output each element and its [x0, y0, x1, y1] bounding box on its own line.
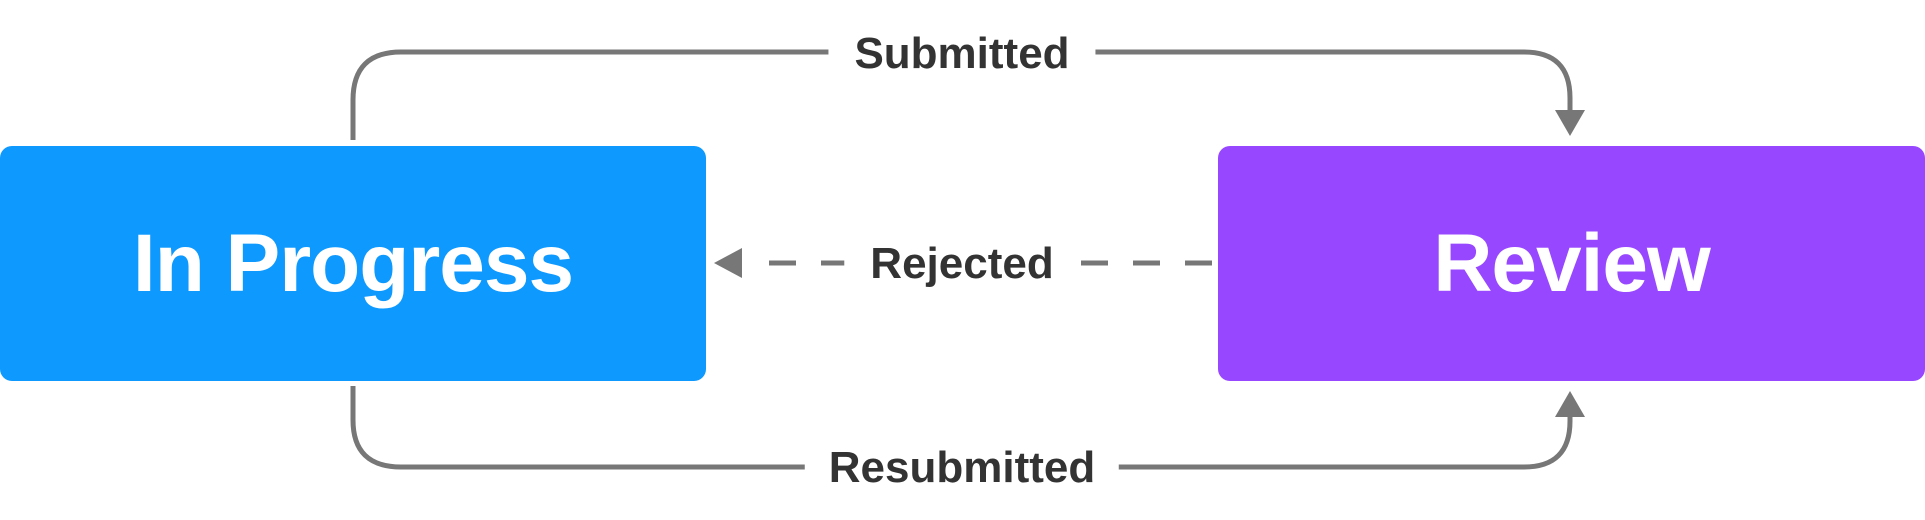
edge-rejected-label: Rejected [844, 239, 1080, 289]
edge-submitted-label: Submitted [828, 29, 1096, 79]
edge-resubmitted-label: Resubmitted [804, 443, 1120, 493]
edge-submitted-arrowhead [1555, 110, 1585, 136]
node-review: Review [1218, 146, 1925, 381]
node-in-progress-label: In Progress [132, 217, 574, 309]
node-review-label: Review [1433, 217, 1711, 309]
edge-resubmitted-arrowhead [1555, 391, 1585, 417]
node-in-progress: In Progress [0, 146, 706, 381]
edge-rejected-arrowhead [714, 248, 742, 278]
